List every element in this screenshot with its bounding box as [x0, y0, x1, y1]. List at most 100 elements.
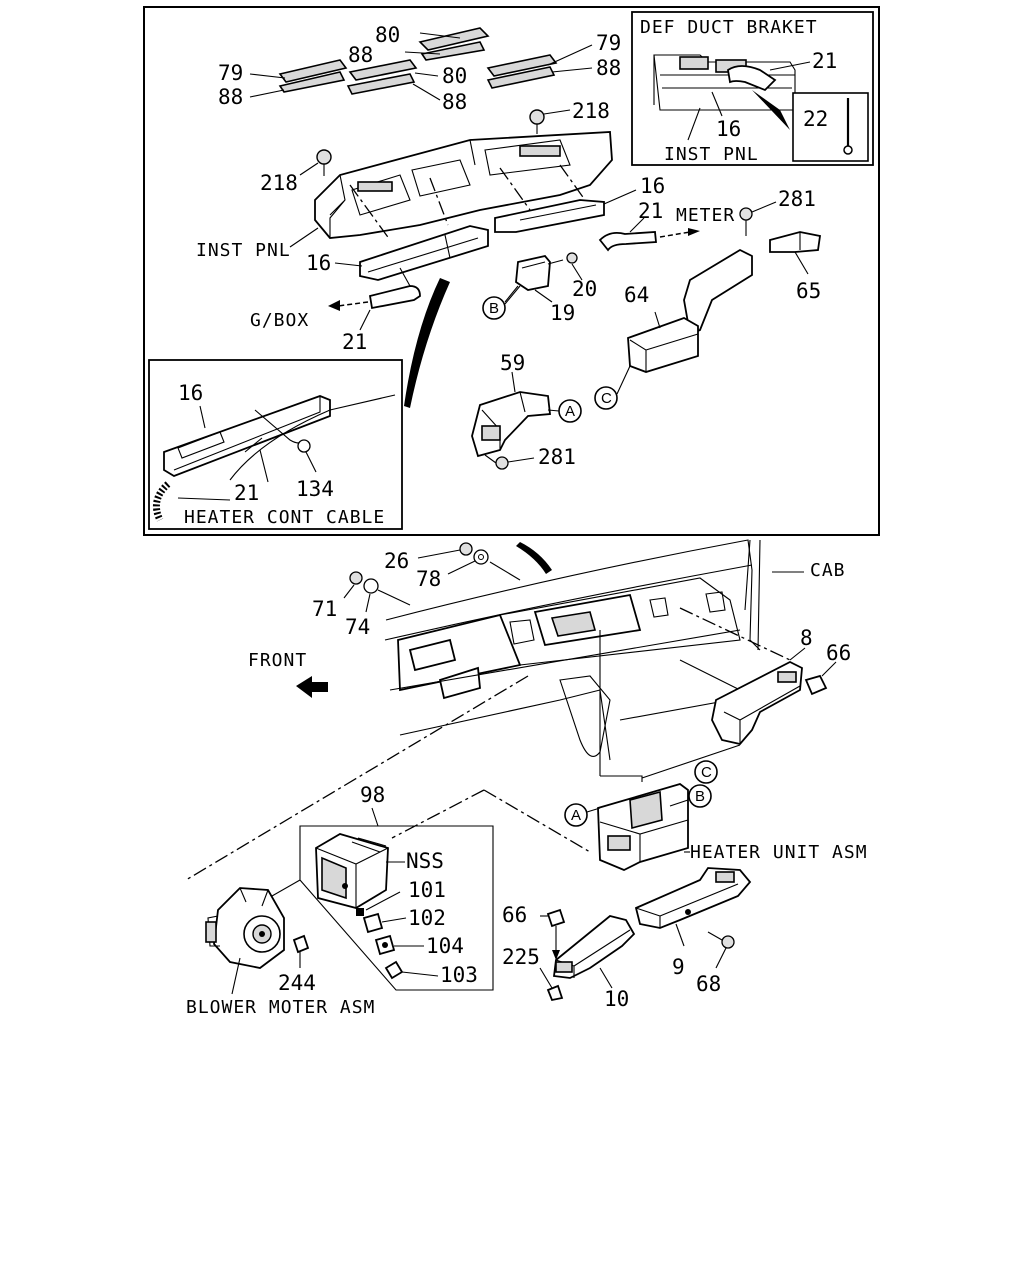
cab-firewall [384, 539, 761, 761]
grille-leader-lines [249, 32, 593, 101]
duct-65 [769, 231, 822, 253]
callout-19: 19 [550, 301, 575, 325]
callout-64: 64 [624, 283, 649, 307]
callout-59: 59 [500, 351, 525, 375]
ref-circle-b-bottom: B [688, 784, 712, 808]
svg-text:B: B [695, 788, 705, 805]
inset-heater-cont-cable: 16 21 134 HEATER CONT CABLE [148, 359, 403, 530]
callout-218b: 218 [260, 171, 298, 195]
callout-225: 225 [502, 945, 540, 969]
ref-circle-c-bottom: C [694, 760, 718, 784]
duct-10 [552, 915, 636, 979]
svg-text:A: A [571, 807, 581, 824]
callout-281a: 281 [778, 187, 816, 211]
callout-74: 74 [345, 615, 370, 639]
inset-def-duct-title: DEF DUCT BRAKET [640, 17, 818, 38]
clip-225 [539, 967, 564, 1002]
callout-102: 102 [408, 906, 446, 930]
subassembly-98-box: 98 NSS 101 102 104 103 [299, 783, 494, 991]
callout-98: 98 [360, 783, 385, 807]
callout-88c: 88 [442, 90, 467, 114]
inset-callout-21: 21 [812, 49, 837, 73]
nut-71 [343, 571, 363, 599]
callout-88d: 88 [596, 56, 621, 80]
inset-cable-callout-16: 16 [178, 381, 203, 405]
top-panel-frame [143, 6, 880, 536]
meter-label: METER [676, 205, 735, 226]
callout-88a: 88 [348, 43, 373, 67]
gbox-label: G/BOX [250, 310, 309, 331]
callout-66a: 66 [826, 641, 851, 665]
callout-66b: 66 [502, 903, 527, 927]
svg-text:C: C [701, 764, 712, 781]
screw-281-bottom [484, 454, 535, 470]
callout-80b: 80 [442, 64, 467, 88]
callout-281b: 281 [538, 445, 576, 469]
callout-21b: 21 [342, 330, 367, 354]
callout-218a: 218 [572, 99, 610, 123]
callout-80a: 80 [375, 23, 400, 47]
callout-79b: 79 [596, 31, 621, 55]
inst-pnl-label: INST PNL [196, 240, 291, 261]
bolt-66-right [804, 661, 837, 696]
duct-8 [711, 660, 803, 745]
bracket-19 [515, 252, 578, 291]
front-arrow-icon [296, 676, 328, 698]
screw-68 [707, 931, 735, 969]
blower-motor-label: BLOWER MOTER ASM [186, 997, 375, 1018]
grille-parts [278, 27, 558, 95]
nss-label: NSS [406, 849, 444, 873]
front-label: FRONT [248, 650, 307, 671]
inset-def-duct-braket: DEF DUCT BRAKET 21 16 INST PNL 22 [631, 11, 874, 166]
callout-9: 9 [672, 955, 685, 979]
svg-text:C: C [601, 390, 612, 407]
washer-74 [363, 578, 379, 613]
heater-unit [597, 783, 689, 871]
svg-text:A: A [565, 403, 575, 420]
swoosh-arrow-top [404, 278, 450, 408]
washer-78 [447, 549, 489, 575]
inset-callout-16: 16 [716, 117, 741, 141]
cab-label: CAB [810, 560, 846, 581]
callout-71: 71 [312, 597, 337, 621]
callout-78: 78 [416, 567, 441, 591]
hose-21-meter [598, 228, 700, 252]
callout-104: 104 [426, 934, 464, 958]
ref-circle-b-top: B [482, 296, 506, 320]
blower-motor [205, 887, 285, 969]
screw-218-top [529, 109, 571, 134]
nut-244 [292, 934, 310, 968]
screw-218-left [299, 149, 332, 176]
inset-callout-22: 22 [803, 107, 828, 131]
defroster-duct-right [494, 199, 605, 233]
ref-circle-a-bottom: A [564, 803, 588, 827]
duct-9 [634, 867, 752, 929]
inset-cable-note: HEATER CONT CABLE [184, 507, 385, 528]
instrument-panel [314, 131, 613, 239]
swoosh-arrow-middle [516, 542, 552, 574]
callout-244: 244 [278, 971, 316, 995]
svg-text:B: B [489, 300, 499, 317]
callout-8: 8 [800, 626, 813, 650]
callout-88b: 88 [218, 85, 243, 109]
heater-unit-label: HEATER UNIT ASM [690, 842, 868, 863]
inset-cable-callout-21: 21 [234, 481, 259, 505]
callout-16b: 16 [640, 174, 665, 198]
ref-circle-a-top: A [558, 399, 582, 423]
callout-26: 26 [384, 549, 409, 573]
hose-21-gbox [328, 267, 421, 311]
callout-10: 10 [604, 987, 629, 1011]
defroster-duct-left [359, 225, 489, 281]
clip-281-top [739, 201, 777, 236]
callout-21a: 21 [638, 199, 663, 223]
duct-59 [471, 391, 551, 458]
bolt-66-lower [540, 908, 566, 960]
callout-65: 65 [796, 279, 821, 303]
callout-103: 103 [440, 963, 478, 987]
nut-26 [417, 542, 473, 559]
callout-68: 68 [696, 972, 721, 996]
callout-20: 20 [572, 277, 597, 301]
ref-circle-c-top: C [594, 386, 618, 410]
inset-cable-callout-134: 134 [296, 477, 334, 501]
